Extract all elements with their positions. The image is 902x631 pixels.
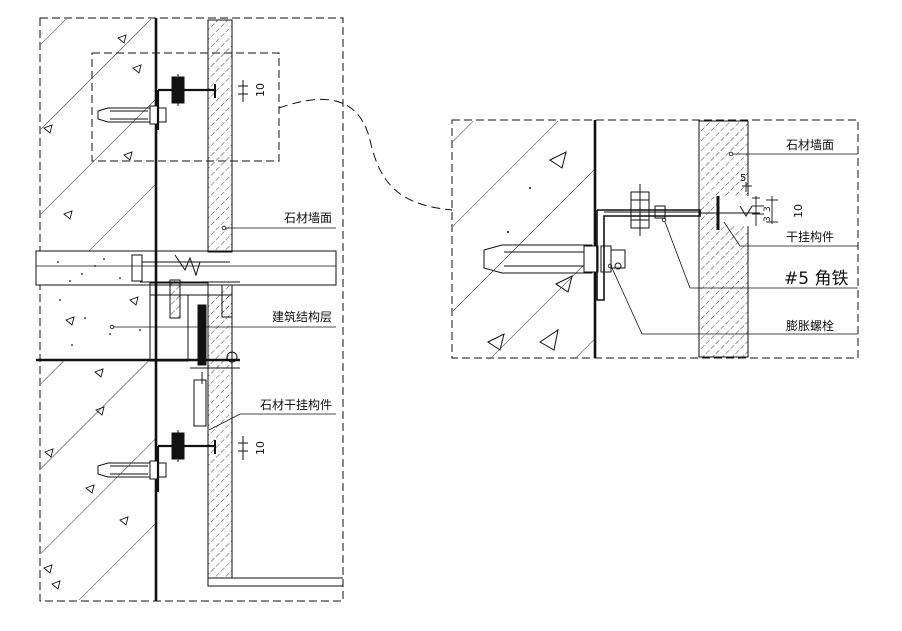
slab-edge-block: [131, 254, 143, 282]
slab-dots: [57, 258, 121, 282]
detail-dimensions: [742, 182, 778, 226]
lower-concrete-wall: [41, 360, 156, 600]
upper-stone-cladding: [207, 19, 233, 253]
upper-anchor-assembly: [97, 74, 216, 130]
concrete-aggregate-marks: [43, 34, 142, 590]
detail-dry-hanging-part-label: 干挂构件: [786, 229, 834, 244]
stone-wall-face-label: 石材墙面: [284, 211, 332, 225]
left-section: [35, 17, 344, 602]
detail-hanging-clip: [700, 196, 760, 230]
upper-gap-dimension-text: 10: [254, 83, 267, 97]
detail-leaders: [607, 151, 858, 335]
detail-three-a-dimension-text: 3: [763, 206, 773, 212]
detail-expansion-bolt-label: 膨胀螺栓: [786, 318, 834, 333]
slab-connection-assembly: [140, 254, 240, 427]
detail-five-dimension-text: 5: [740, 173, 746, 184]
detail-angle-iron: [596, 209, 701, 301]
lower-dimension: [238, 436, 248, 460]
upper-dimension: [238, 80, 248, 102]
left-leaders: [109, 225, 336, 431]
detail-aggregate-marks: [487, 151, 573, 351]
structural-layer: [41, 285, 156, 360]
detail-angle-bolt: [630, 184, 666, 236]
detail-stone-wall-face-label: 石材墙面: [786, 138, 834, 152]
lower-stone-cladding: [207, 294, 233, 579]
detail-three-b-dimension-text: 3: [763, 216, 773, 222]
left-section-boundary: [39, 17, 344, 602]
detail-callout-box: [91, 52, 280, 162]
detail-gap-dimension-text: 10: [792, 204, 805, 218]
detail-concrete: [453, 121, 595, 357]
detail-boundary: [451, 119, 859, 359]
lower-anchor-assembly: [97, 430, 216, 492]
building-structure-layer-label: 建筑结构层: [272, 309, 332, 324]
stone-dry-hanging-part-label: 石材干挂构件: [260, 397, 332, 412]
upper-concrete-wall: [41, 19, 156, 251]
detail-expansion-bolt: [483, 244, 626, 274]
detail-angle-iron-label: #5 角铁: [784, 269, 848, 289]
detail-stone-panel: [698, 120, 749, 358]
detail-connector: [278, 98, 453, 211]
lower-gap-dimension-text: 10: [254, 441, 267, 455]
structure-dots: [59, 299, 141, 346]
detail-section: [451, 119, 859, 359]
